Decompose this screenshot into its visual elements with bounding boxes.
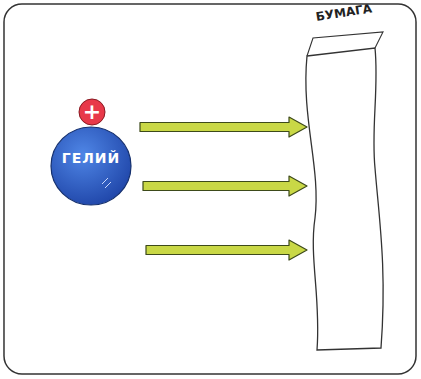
border-frame [4, 4, 416, 374]
force-arrow [140, 117, 307, 137]
helium-atom: ГЕЛИЙ [50, 126, 132, 206]
charge-sign: + [78, 98, 106, 126]
node-outline [50, 126, 132, 206]
force-arrow [146, 240, 307, 260]
charge-circle: + [78, 98, 106, 126]
force-arrow [143, 176, 307, 196]
paper-sheet: БУМАГА [295, 48, 390, 350]
node-outline [295, 48, 390, 350]
atom-label: ГЕЛИЙ [50, 150, 132, 166]
